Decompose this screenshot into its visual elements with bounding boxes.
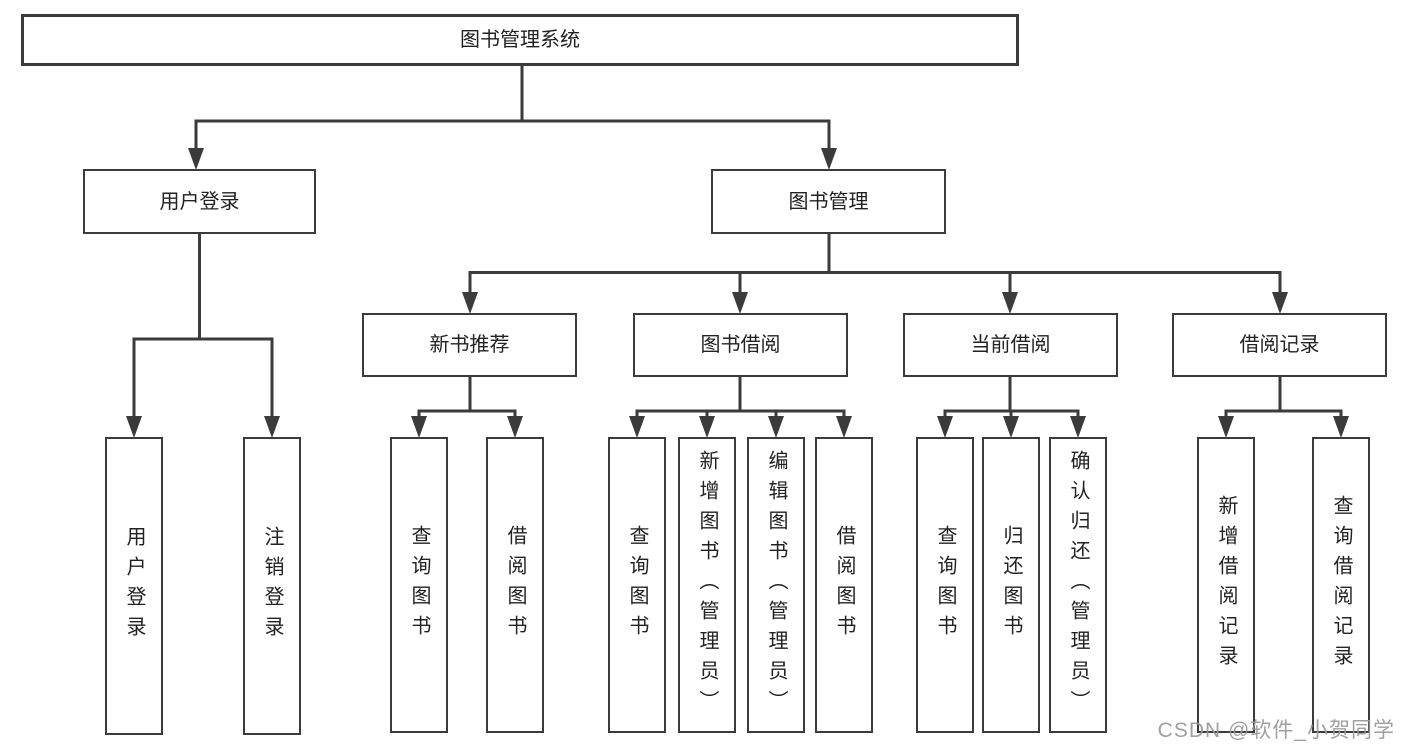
node-root-label: 图书管理系统: [460, 29, 580, 51]
leaf-borrow-books-recommend-label: 借阅图书: [504, 525, 526, 645]
node-borrow-records: 借阅记录: [1172, 313, 1387, 377]
node-user-login: 用户登录: [83, 169, 316, 234]
leaf-return-book: 归还图书: [982, 437, 1040, 733]
node-book-borrow-label: 图书借阅: [700, 334, 781, 356]
node-book-borrow: 图书借阅: [633, 313, 848, 377]
leaf-query-borrow-record-label: 查询借阅记录: [1330, 495, 1352, 675]
node-current-borrow: 当前借阅: [903, 313, 1118, 377]
leaf-borrow-books-recommend: 借阅图书: [486, 437, 544, 733]
leaf-add-book-admin: 新增图书（管理员）: [678, 437, 736, 733]
leaf-query-books-recommend-label: 查询图书: [408, 525, 430, 645]
leaf-query-books-current-label: 查询图书: [934, 525, 956, 645]
leaf-query-books-borrow-label: 查询图书: [626, 525, 648, 645]
leaf-edit-book-admin: 编辑图书（管理员）: [747, 437, 805, 733]
leaf-add-book-admin-label: 新增图书（管理员）: [696, 450, 718, 720]
node-current-borrow-label: 当前借阅: [970, 334, 1051, 356]
leaf-query-books-borrow: 查询图书: [608, 437, 666, 733]
leaf-borrow-books-label: 借阅图书: [833, 525, 855, 645]
node-new-book-recommend-label: 新书推荐: [429, 334, 510, 356]
leaf-user-login-label: 用户登录: [123, 526, 145, 646]
leaf-borrow-books: 借阅图书: [815, 437, 873, 733]
leaf-logout-label: 注销登录: [261, 526, 283, 646]
node-new-book-recommend: 新书推荐: [362, 313, 577, 377]
leaf-add-borrow-record-label: 新增借阅记录: [1215, 495, 1237, 675]
leaf-query-books-current: 查询图书: [916, 437, 974, 733]
node-user-login-label: 用户登录: [159, 190, 240, 213]
leaf-confirm-return-admin-label: 确认归还（管理员）: [1067, 450, 1089, 720]
leaf-user-login: 用户登录: [105, 437, 163, 735]
csdn-watermark: CSDN @软件_小贺同学: [1157, 719, 1395, 742]
leaf-query-borrow-record: 查询借阅记录: [1312, 437, 1370, 733]
leaf-return-book-label: 归还图书: [1000, 525, 1022, 645]
leaf-logout: 注销登录: [243, 437, 301, 735]
leaf-query-books-recommend: 查询图书: [390, 437, 448, 733]
leaf-edit-book-admin-label: 编辑图书（管理员）: [765, 450, 787, 720]
node-book-management: 图书管理: [711, 169, 946, 234]
node-root: 图书管理系统: [21, 14, 1019, 66]
leaf-add-borrow-record: 新增借阅记录: [1197, 437, 1255, 733]
leaf-confirm-return-admin: 确认归还（管理员）: [1049, 437, 1107, 733]
node-book-management-label: 图书管理: [788, 190, 869, 213]
node-borrow-records-label: 借阅记录: [1239, 334, 1320, 356]
